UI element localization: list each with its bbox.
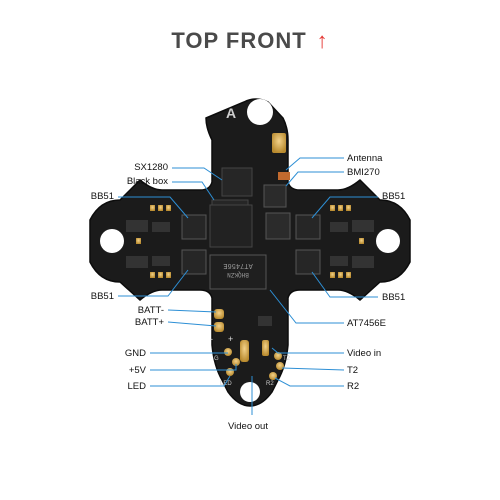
label-blackbox: Black box: [126, 176, 168, 187]
flight-controller-board: A: [89, 98, 411, 407]
board-logo: A: [226, 105, 236, 121]
bb51-chip-bl: [181, 249, 207, 275]
label-bb51-top-left: BB51: [90, 191, 114, 202]
label-sx1280: SX1280: [134, 162, 168, 173]
title-text: TOP FRONT: [171, 28, 307, 53]
label-t2: T2: [347, 365, 359, 376]
pad-plus-mark: +: [228, 334, 233, 344]
chip-text-2: BHQKZN: [227, 271, 249, 278]
label-video-out: Video out: [228, 421, 268, 432]
page-title: TOP FRONT ↑: [0, 28, 500, 54]
batt-plus-pad: [214, 322, 224, 332]
antenna-pad: [272, 133, 286, 153]
label-gnd: GND: [124, 348, 146, 359]
up-arrow-icon: ↑: [316, 28, 329, 53]
mount-hole-top: [247, 99, 273, 125]
at7456e-chip: [209, 254, 267, 290]
label-bb51-bottom-right: BB51: [382, 292, 406, 303]
gyro-area: [265, 212, 291, 240]
label-bb51-top-right: BB51: [382, 191, 406, 202]
mosfet-r4: [330, 256, 348, 266]
antenna-connector: [278, 172, 290, 180]
mosfet-l3: [152, 222, 170, 232]
pad-g-mark: G: [214, 356, 219, 362]
label-bmi270: BMI270: [347, 167, 380, 178]
label-video-in: Video in: [347, 348, 382, 359]
mosfet-r3: [330, 222, 348, 232]
bb51-chip-tl: [181, 214, 207, 240]
mosfet-l4: [152, 256, 170, 266]
mosfet-r2: [352, 256, 374, 268]
label-batt-plus: BATT+: [134, 317, 164, 328]
mount-hole-right: [376, 229, 400, 253]
label-antenna: Antenna: [347, 153, 383, 164]
pad-t2-mark: T2: [283, 356, 291, 362]
label-r2: R2: [347, 381, 360, 392]
mcu-chip: [209, 204, 253, 248]
label-batt-minus: BATT-: [137, 305, 164, 316]
small-ic: [258, 316, 272, 326]
pad-led-mark: LED: [220, 381, 232, 387]
mount-hole-bottom: [240, 382, 260, 402]
bb51-chip-br: [295, 249, 321, 275]
label-at7456e: AT7456E: [347, 318, 386, 329]
motor-pads: [136, 205, 364, 278]
pad-minus-mark: -: [210, 334, 213, 344]
bb51-chip-tr: [295, 214, 321, 240]
pad-r2-mark: R2: [266, 381, 274, 387]
mount-hole-left: [100, 229, 124, 253]
label-led: LED: [127, 381, 146, 392]
leader-lines: [118, 157, 378, 415]
bmi270-chip: [263, 184, 287, 208]
mosfet-l1: [126, 220, 148, 232]
batt-minus-pad: [214, 309, 224, 319]
chip-text-1: AT7456E: [223, 261, 252, 269]
label-bb51-bottom-left: BB51: [90, 291, 114, 302]
mosfet-r1: [352, 220, 374, 232]
sx1280-chip: [221, 167, 253, 197]
mosfet-l2: [126, 256, 148, 268]
label-5v: +5V: [128, 365, 146, 376]
